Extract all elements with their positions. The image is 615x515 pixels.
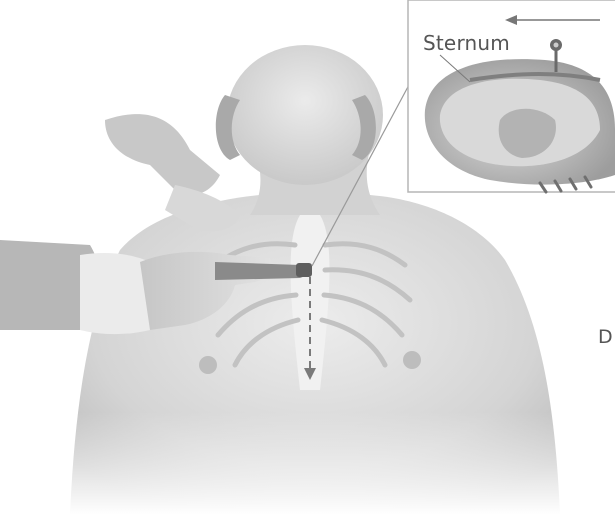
sternum-label: Sternum [423,31,510,55]
partial-edge-label: D [598,326,613,348]
